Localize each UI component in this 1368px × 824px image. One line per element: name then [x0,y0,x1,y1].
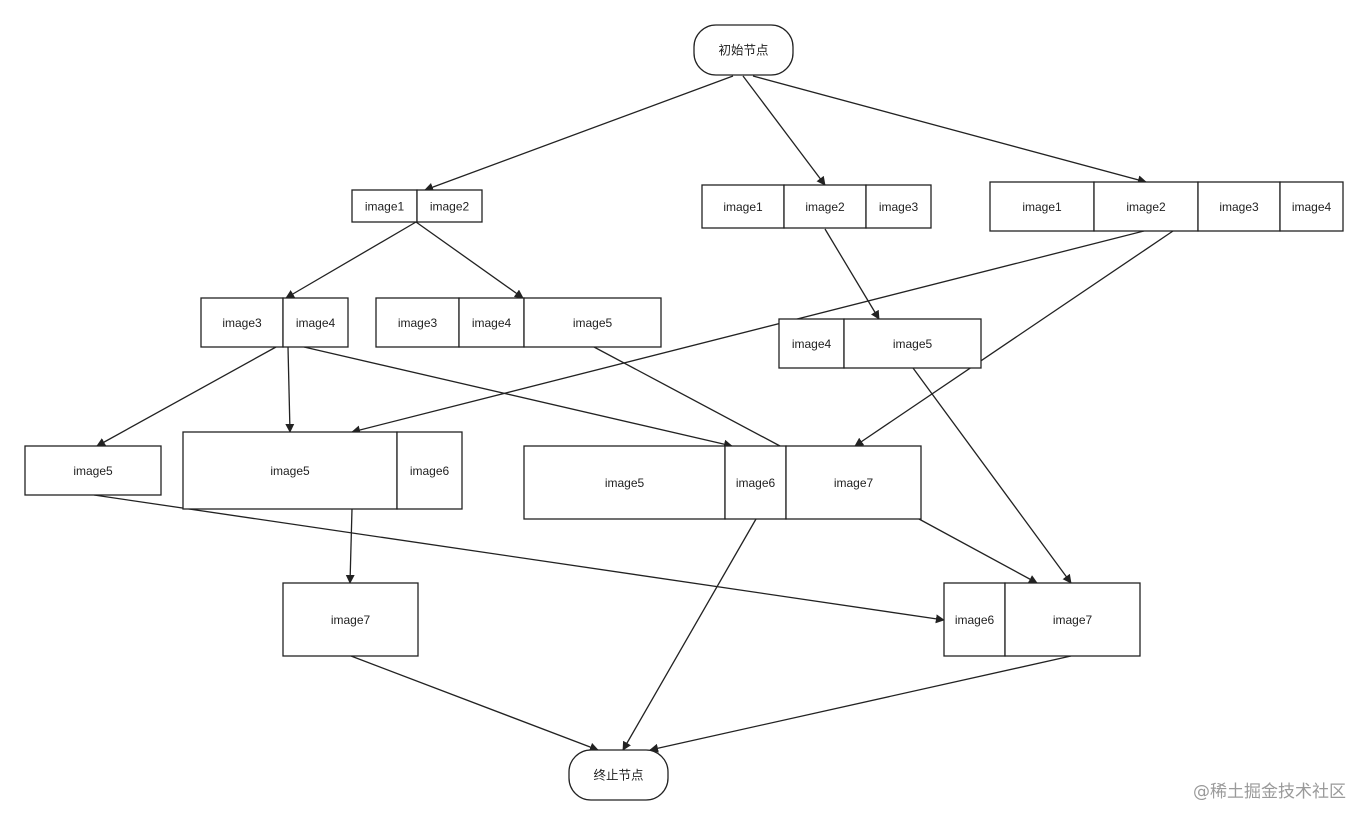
node-cell-label: image4 [1292,200,1332,214]
node-cell [282,582,419,657]
edge-g3-to-g8 [351,230,1145,435]
node-cell-label: image3 [398,316,438,330]
node-cell-label: image1 [1022,200,1062,214]
node-cell-label: image4 [472,316,512,330]
node-cell [783,184,867,229]
node-cell [843,318,982,369]
node-cell [416,189,483,223]
edge-start-to-g1 [424,75,734,192]
node-group-g8: image5 image6 [182,431,463,510]
node-group-g11: image6 image7 [943,582,1141,657]
node-cell-label: image7 [331,613,371,627]
node-cell [1004,582,1141,657]
edge-g6-to-g11 [912,367,1072,584]
node-cell [523,297,662,348]
node-group-g9: image5 image6 image7 [523,445,922,520]
node-cell-label: image3 [1219,200,1259,214]
node-cell [396,431,463,510]
node-cell-label: image2 [430,200,470,214]
start-node-label: 初始节点 [718,43,768,58]
edge-start-to-g3 [752,75,1147,185]
node-cell [182,431,398,510]
node-cell [200,297,284,348]
node-cell [1093,181,1199,232]
edge-g4-to-g9 [303,346,733,449]
edge-g5-to-g9 [593,346,781,447]
node-cell [943,582,1006,657]
node-group-g7: image5 [24,445,162,496]
edge-g1-to-g5 [415,221,524,299]
node-cell-label: image6 [955,613,995,627]
edge-g8-to-g10 [345,508,355,584]
node-cell [458,297,525,348]
node-cell-label: image5 [270,464,310,478]
node-cell [1197,181,1281,232]
edge-g4-to-g7 [96,346,277,447]
edge-start-to-g2 [742,75,826,186]
node-cell-label: image5 [893,337,933,351]
node-cell [724,445,787,520]
node-cell-label: image6 [410,464,450,478]
edge-g7-to-g11 [93,494,945,624]
node-cell [523,445,726,520]
end-node-label: 终止节点 [593,768,643,783]
node-cell-label: image7 [834,476,874,490]
node-cell-label: image4 [792,337,832,351]
node-cell [282,297,349,348]
node-cell [351,189,418,223]
node-cell [701,184,785,229]
node-cell-label: image5 [73,464,113,478]
node-group-g4: image3 image4 [200,297,349,348]
node-group-g1: image1 image2 [351,189,483,223]
node-cell-label: image7 [1053,613,1093,627]
node-cell-label: image2 [1126,200,1166,214]
edges-layer [93,75,1174,753]
node-cell-label: image2 [805,200,845,214]
start-node: 初始节点 [693,24,794,76]
node-group-g6: image4 image5 [778,318,982,369]
node-cell [989,181,1095,232]
node-cell-label: image3 [879,200,919,214]
node-group-g10: image7 [282,582,419,657]
edge-g10-to-end [350,655,599,752]
node-cell [1279,181,1344,232]
node-cell [24,445,162,496]
node-group-g2: image1 image2 image3 [701,184,932,229]
node-group-g3: image1 image2 image3 image4 [989,181,1344,232]
node-cell-label: image3 [222,316,262,330]
node-cell-label: image1 [365,200,405,214]
node-cell-label: image4 [296,316,336,330]
edge-g3-to-g9 [854,230,1174,447]
edge-g11-to-end [649,655,1072,753]
node-cell-label: image5 [573,316,613,330]
node-group-g5: image3 image4 image5 [375,297,662,348]
edge-g9-to-g11 [918,518,1038,584]
edge-g4-to-g8 [285,346,295,433]
edge-g9-to-end [622,518,757,751]
nodes-layer: 初始节点 终止节点 image1 image2 image1 image2 image3… [24,24,1344,801]
node-cell-label: image1 [723,200,763,214]
watermark: @稀土掘金技术社区 [1193,782,1346,802]
node-cell [375,297,460,348]
node-cell [865,184,932,229]
end-node: 终止节点 [568,749,669,801]
node-cell [785,445,922,520]
edge-g1-to-g4 [285,221,417,299]
edge-g2-to-g6 [824,228,880,320]
node-cell [778,318,845,369]
node-cell-label: image6 [736,476,776,490]
node-cell-label: image5 [605,476,645,490]
